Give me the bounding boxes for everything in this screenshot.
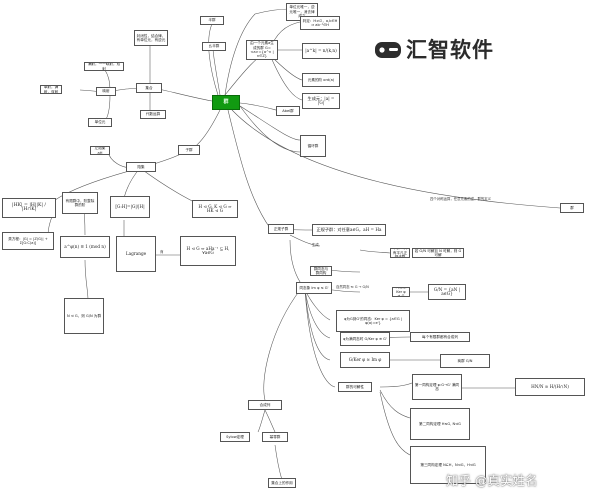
node-normal-def[interactable]: 正规子群：对任意a∈G，aH = Ha — [312, 224, 386, 236]
node-lagrange[interactable]: Lagrange — [116, 236, 156, 272]
node-fermat[interactable]: a^φ(n) ≡ 1 (mod n) — [60, 236, 110, 258]
node-isom1[interactable]: 第一同构定理 φ:G→G' 满同态 — [412, 374, 462, 400]
node-right-group[interactable]: 群 — [560, 203, 584, 213]
node-eq-normal[interactable]: H ⊲ G ⇔ aHa⁻¹ ⊆ H, ∀a∈G — [180, 236, 236, 266]
root-node-group[interactable]: 群 — [212, 95, 240, 110]
node-coset-left[interactable]: 左陪集 aH — [90, 146, 110, 155]
node-op[interactable]: 代数运算 — [140, 110, 166, 119]
node-coset[interactable]: 陪集 — [126, 162, 156, 172]
watermark: 知乎 @真实姓名 — [446, 473, 538, 488]
node-gen-order[interactable]: 生成元：|a| = |G| — [302, 93, 340, 109]
node-quotient-title[interactable]: 群同态与群同构 — [310, 266, 332, 276]
node-class[interactable]: 类方程：|G| = |Z(G)| + Σ[G:C(a)] — [2, 232, 54, 250]
node-map[interactable]: 映射 — [96, 87, 116, 96]
node-eq4-right[interactable]: 商群 G/N — [440, 354, 490, 368]
node-index[interactable]: [G:H]=|G|/|H| — [110, 196, 150, 218]
node-isom3[interactable]: 第三同构定理 N⊆H，N⊲G，H⊲G — [410, 446, 486, 484]
node-solvable[interactable]: 群的可解性 — [338, 382, 372, 392]
node-normal-prod[interactable]: H ⊲ G, K ⊲ G ⇒ HK ⊲ G — [192, 200, 238, 218]
node-top-semigroup[interactable]: 半群 — [200, 16, 224, 25]
brand-name: 汇智软件 — [406, 38, 494, 62]
node-hom1[interactable]: φ为G到G'的同态：Ker φ = {a∈G | φ(a)=e'} — [336, 310, 410, 332]
node-top-left-a[interactable]: 单射，满射，双射 — [40, 85, 62, 94]
node-chain-bottom[interactable]: 集合上的作用 — [268, 478, 296, 488]
node-composition[interactable]: 合成列 — [248, 400, 282, 410]
node-action[interactable]: N ⊲ G，则 G/N 为群 — [64, 298, 104, 334]
node-hom-def[interactable]: 同态象 Im φ ≤ G' — [296, 282, 332, 294]
node-eq4[interactable]: G/Ker φ ≅ Im φ — [340, 352, 390, 368]
node-isom1-eq[interactable]: HN/N ≅ H/(H∩N) — [515, 378, 585, 396]
node-cyclic[interactable]: 循环群 — [300, 135, 326, 157]
node-unit[interactable]: 单位元 — [88, 118, 112, 127]
node-isom2[interactable]: 第二同构定理 H≤G, N⊲G — [410, 408, 470, 440]
node-cyclic-gen[interactable]: 由一个元素a生成的群 G=<a>={a^n | n∈Z} — [246, 40, 278, 60]
node-cyclic-note[interactable]: 判定：H≠∅，a,b∈H ⇒ ab⁻¹∈H — [300, 16, 340, 30]
node-subgroup[interactable]: 子群 — [178, 145, 200, 155]
logo-glyph — [375, 42, 401, 58]
node-simple-note[interactable]: 若 G/N 可解且 N 可解，则 G 可解 — [412, 248, 464, 258]
node-formula1[interactable]: |HK| = |H||K| / |H∩K| — [2, 198, 56, 218]
root-label: 群 — [223, 99, 229, 106]
node-abel[interactable]: Abel群 — [276, 106, 300, 116]
node-top-monoid[interactable]: 幺半群 — [202, 42, 226, 51]
node-chain-right[interactable]: 幂零群 — [262, 432, 288, 442]
node-hom2[interactable]: φ为满同态时 G/Ker φ ≅ G' — [340, 332, 390, 346]
node-quotient-eq[interactable]: G/N = {aN | a∈G} — [428, 284, 466, 300]
node-simple[interactable]: 单群：只有平凡正规子群 — [390, 248, 410, 258]
node-top-a[interactable]: 封闭性，结合律，有单位元，有逆元 — [134, 30, 168, 46]
node-sub-note[interactable]: 有限群中，阶整除群的阶 — [62, 192, 98, 214]
brand-logo: 汇智软件 — [372, 34, 494, 64]
node-set[interactable]: 集合 — [136, 83, 162, 93]
node-normal[interactable]: 正规子群 — [268, 224, 294, 234]
node-order-prop[interactable]: |a^k| = n/(k,n) — [302, 43, 340, 59]
node-chain-left[interactable]: Sylow定理 — [220, 432, 250, 442]
node-hom2-note[interactable]: 每个有限群都有合成列 — [410, 332, 470, 342]
node-order-a[interactable]: 元素的阶 ord(a) — [302, 73, 340, 87]
node-top-left-b[interactable]: 满射，一一映射，双射 — [84, 62, 124, 71]
gamepad-icon — [372, 39, 400, 59]
node-kernel[interactable]: 同态核 Ker φ ⊲ G — [392, 287, 410, 297]
